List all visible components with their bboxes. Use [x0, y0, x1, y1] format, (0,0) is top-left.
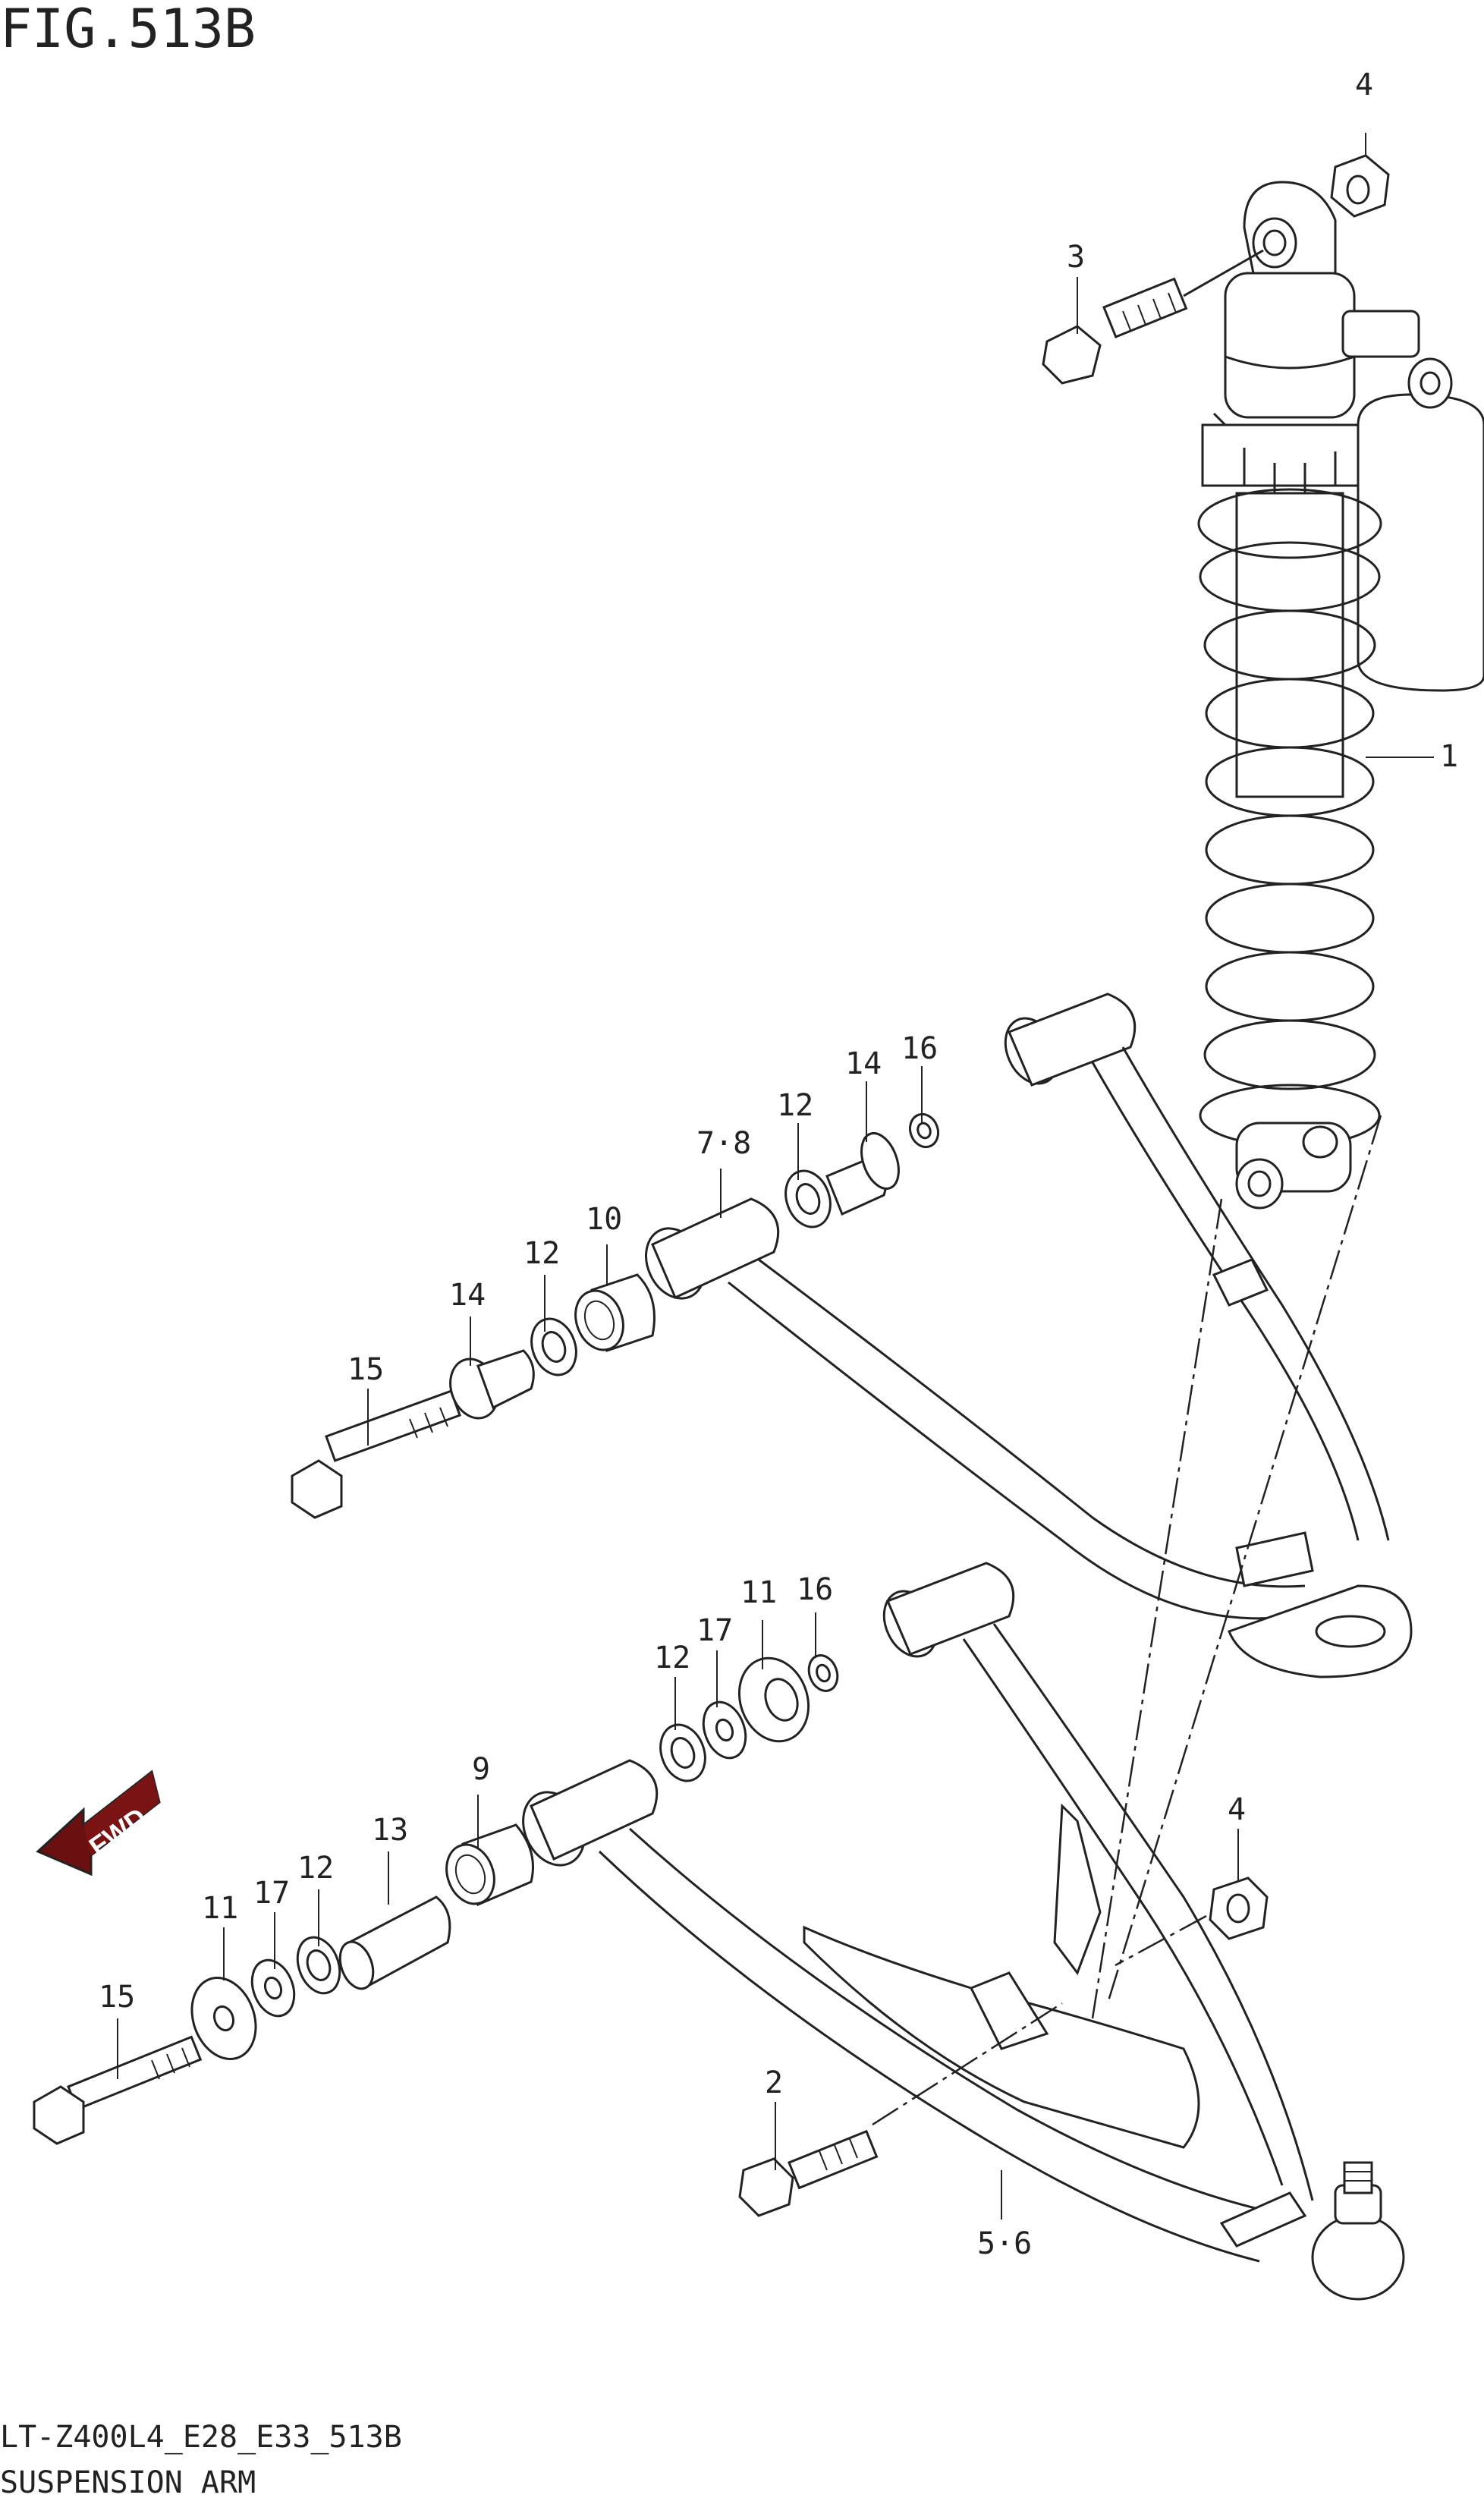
upper-arm-bolt-15 [291, 1389, 461, 1519]
callout-15-upper: 15 [347, 1352, 384, 1387]
callout-13: 13 [372, 1813, 408, 1848]
callout-12-lower-left: 12 [297, 1851, 334, 1886]
callout-10: 10 [586, 1202, 622, 1237]
callout-9: 9 [472, 1752, 490, 1787]
lower-arm-washer-17a [250, 1958, 296, 2018]
callout-16-upper: 16 [901, 1031, 938, 1066]
callout-4-bottom: 4 [1228, 1792, 1246, 1827]
callout-15-lower: 15 [99, 1980, 135, 2015]
lower-arm-washer-16 [807, 1654, 839, 1692]
callout-7-8: 7·8 [696, 1126, 751, 1161]
callout-17-lower: 17 [253, 1876, 290, 1911]
lower-arm-spacer-13 [338, 1895, 451, 1990]
figure-title: FIG.513B [0, 0, 256, 60]
leader-lines [117, 133, 1434, 2219]
lower-arm-washer-17b [702, 1700, 747, 1760]
callout-12-upper-left: 12 [523, 1236, 560, 1271]
callout-17-upper: 17 [696, 1613, 733, 1648]
upper-shock-nut [1330, 154, 1390, 218]
assembly-line-nut [1115, 1914, 1207, 1967]
callout-14-upper-right: 14 [845, 1046, 882, 1081]
callout-1: 1 [1440, 739, 1458, 774]
lower-arm-seal-12d [659, 1723, 706, 1782]
assembly-line-lower [1106, 1115, 1382, 2004]
callout-12-lower-right: 12 [654, 1641, 690, 1675]
lower-arm-cap-11a [190, 1977, 257, 2060]
figure-caption: SUSPENSION ARM [0, 2465, 256, 2500]
shock-absorber [1197, 181, 1484, 1210]
upper-shock-bolt [1042, 277, 1188, 385]
model-code: LT-Z400L4_E28_E33_513B [0, 2420, 402, 2455]
lower-arm-cap-11b [737, 1656, 810, 1743]
callout-16-lower: 16 [797, 1572, 833, 1607]
lower-arm-seal-12c [296, 1936, 341, 1995]
upper-arm-bearing-10 [574, 1273, 656, 1352]
callout-2: 2 [765, 2065, 783, 2100]
assembly-line-bolt [872, 2002, 1063, 2126]
callout-3: 3 [1067, 240, 1085, 275]
callout-11-lower: 11 [202, 1891, 238, 1926]
callout-labels: 1 4 3 16 14 12 7·8 10 12 14 15 11 16 17 … [99, 68, 1458, 2261]
upper-arm-washer-16 [908, 1112, 940, 1149]
upper-arm-sleeve-14b [825, 1132, 900, 1216]
callout-12-upper-right: 12 [777, 1088, 813, 1123]
callout-14-upper-left: 14 [449, 1278, 486, 1313]
callout-4-top: 4 [1355, 68, 1373, 102]
lower-arm-bearing-9 [445, 1823, 534, 1907]
upper-arm-sleeve-14a [449, 1349, 535, 1420]
fwd-arrow-icon: FWD [36, 1770, 161, 1877]
callout-11-upper: 11 [740, 1575, 777, 1610]
callout-5-6: 5·6 [977, 2226, 1032, 2261]
lower-shock-bolt [738, 2129, 879, 2217]
lower-shock-nut [1209, 1877, 1269, 1940]
assembly-line-upper [1091, 1198, 1223, 2019]
lower-arm-bolt-15 [33, 2035, 203, 2145]
upper-a-arm [645, 993, 1413, 1678]
lower-a-arm [522, 1562, 1405, 2301]
